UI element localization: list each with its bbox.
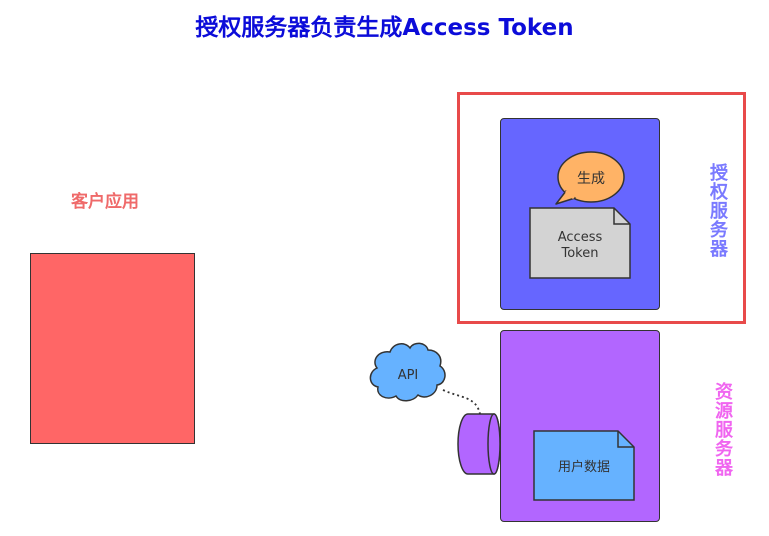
client-app-box [30, 253, 195, 444]
api-cloud: API [369, 342, 446, 402]
token-doc-line-1: Access [558, 230, 603, 245]
bubble-text: 生成 [577, 171, 605, 187]
token-doc-line-2: Token [561, 246, 599, 261]
user-data-document: 用户数据 [533, 430, 635, 501]
user-data-label: 用户数据 [558, 459, 610, 475]
resource-server-label: 资源服务器 [712, 382, 733, 477]
api-label: API [398, 368, 419, 383]
client-app-label: 客户应用 [71, 192, 139, 212]
generate-bubble: 生成 [555, 151, 625, 205]
auth-server-highlight-frame [457, 92, 746, 324]
diagram-title: 授权服务器负责生成Access Token [195, 15, 574, 41]
api-connector-line [442, 389, 481, 415]
auth-server-label: 授权服务器 [707, 163, 728, 258]
api-interface-cylinder [457, 413, 501, 475]
access-token-document: Access Token [529, 207, 631, 279]
